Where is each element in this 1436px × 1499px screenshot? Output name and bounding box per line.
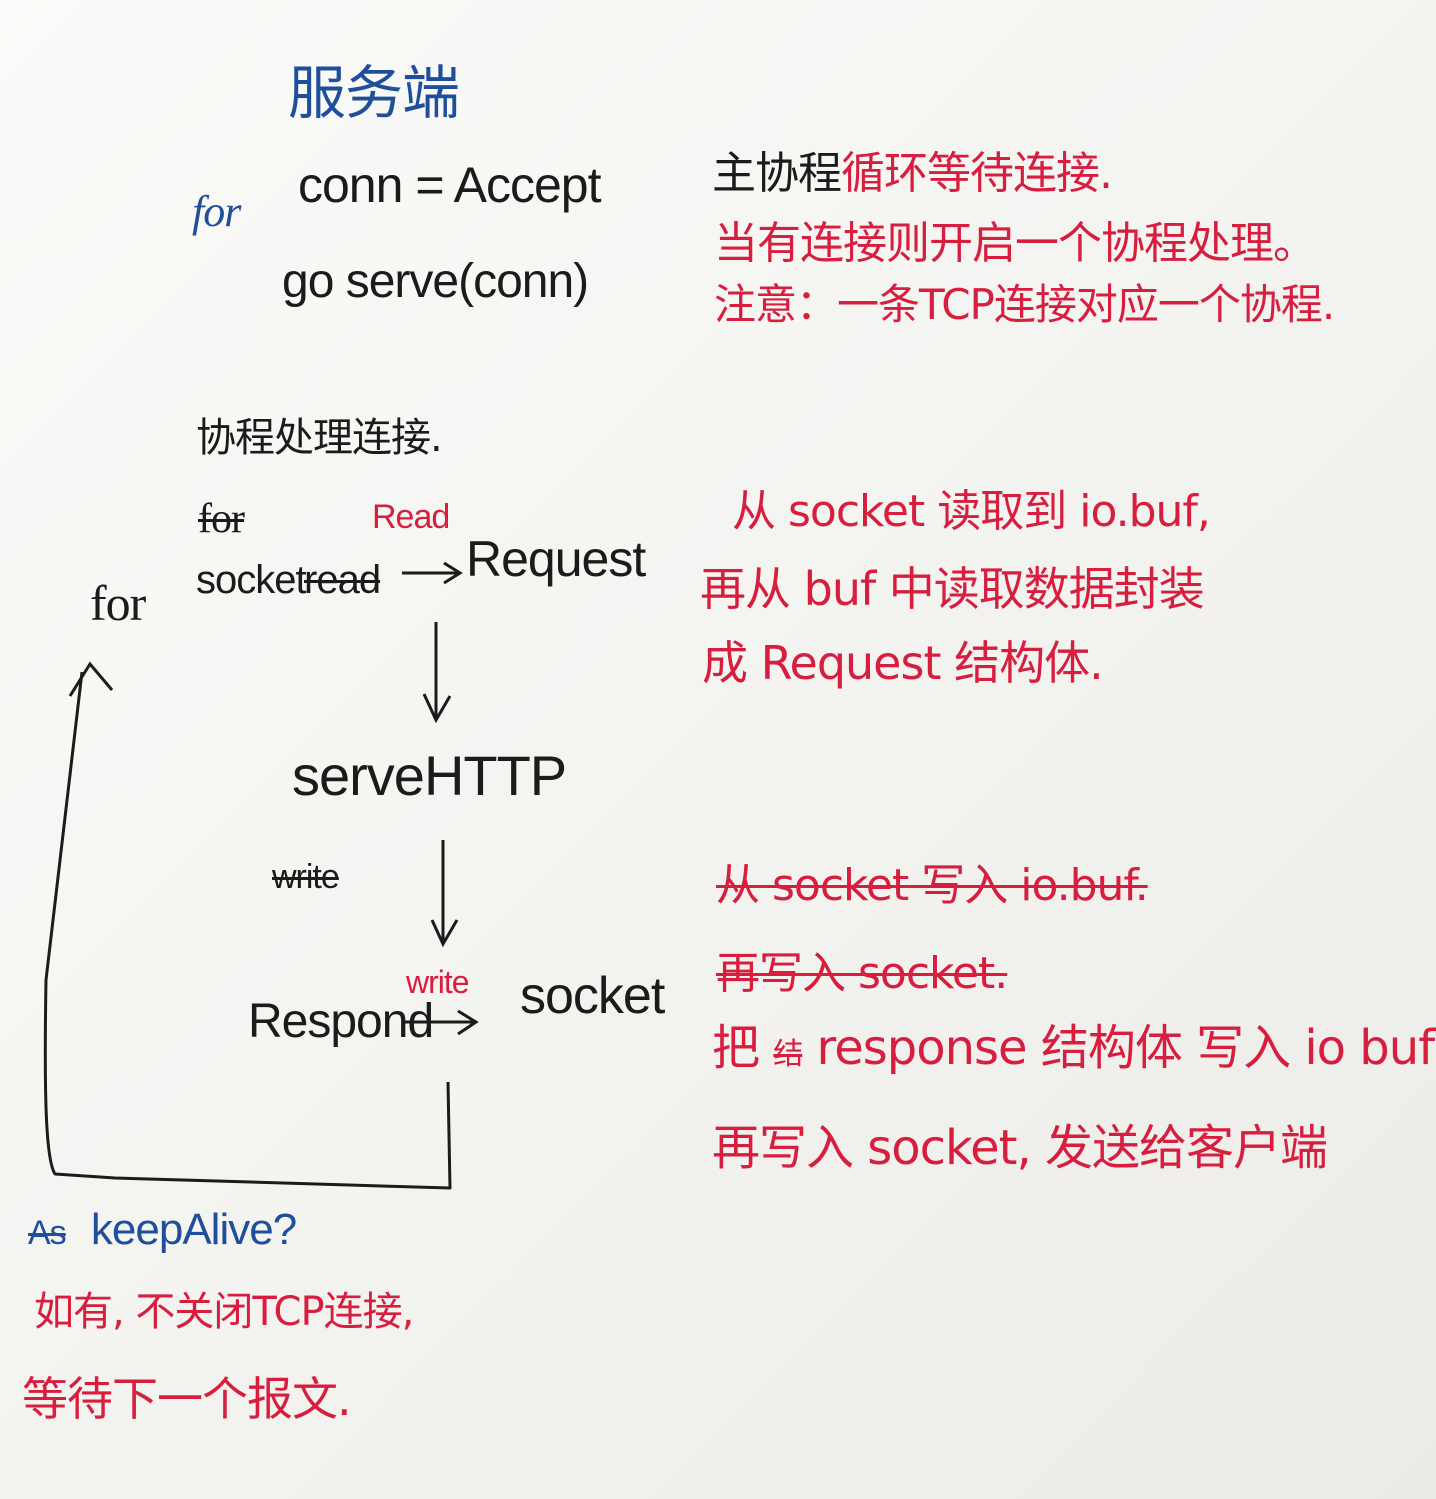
arrowhead-serve: [422, 693, 452, 724]
go-serve-line: go serve(conn): [282, 255, 589, 308]
write-note-line3: 把 结 response 结构体 写入 io buf: [712, 1024, 1435, 1072]
struck-for: for: [198, 496, 245, 542]
write-note-struck-line2: 再写入 socket.: [716, 948, 1008, 999]
write-note-line3-prefix: 把: [712, 1020, 760, 1076]
keepalive-struck-prefix: As: [28, 1214, 67, 1252]
coroutine-title: 协程处理连接.: [196, 415, 443, 461]
request-node: Request: [466, 531, 646, 587]
main-note-line2: 当有连接则开启一个协程处理。: [714, 218, 1317, 269]
keepalive-line1: 如有, 不关闭TCP连接,: [34, 1289, 414, 1335]
server-title: 服务端: [288, 59, 460, 127]
socket-in: socket: [196, 558, 307, 602]
write-note-struck-line1: 从 socket 写入 io.buf.: [716, 860, 1149, 911]
keepalive-line2: 等待下一个报文.: [22, 1372, 352, 1426]
struck-write: write: [272, 858, 340, 896]
main-note-line1: 主协程循环等待连接.: [712, 152, 1113, 196]
read-label: Read: [372, 498, 450, 536]
accept-line: conn = Accept: [298, 157, 602, 213]
keepalive-text: keepAlive?: [90, 1205, 297, 1254]
keepalive-question: As keepAlive?: [28, 1205, 297, 1254]
read-note-line3: 成 Request 结构体.: [702, 636, 1104, 690]
write-note-line3-struck: 结: [773, 1037, 803, 1072]
struck-read: read: [304, 558, 381, 602]
loop-for-keyword: for: [90, 575, 146, 631]
read-note-line1: 从 socket 读取到 io.buf,: [732, 486, 1211, 537]
main-note-prefix: 主协程: [712, 148, 842, 199]
loop-arrowhead: [68, 661, 114, 697]
write-label: write: [406, 964, 470, 1000]
main-note-line1-rest: 循环等待连接.: [841, 148, 1113, 199]
arrowhead-request: [443, 561, 463, 585]
read-note-line2: 再从 buf 中读取数据封装: [700, 562, 1205, 616]
socket-out-node: socket: [520, 967, 665, 1025]
write-note-line3-rest: response 结构体 写入 io buf: [816, 1020, 1436, 1076]
main-for-keyword: for: [192, 187, 241, 236]
arrowhead-socket: [457, 1009, 479, 1036]
arrowhead-respond: [430, 919, 459, 948]
write-note-line4: 再写入 socket, 发送给客户端: [712, 1120, 1328, 1176]
serve-http-node: serveHTTP: [292, 744, 567, 807]
respond-node: Respond: [248, 995, 434, 1048]
main-note-line3: 注意：一条TCP连接对应一个协程.: [714, 280, 1335, 329]
